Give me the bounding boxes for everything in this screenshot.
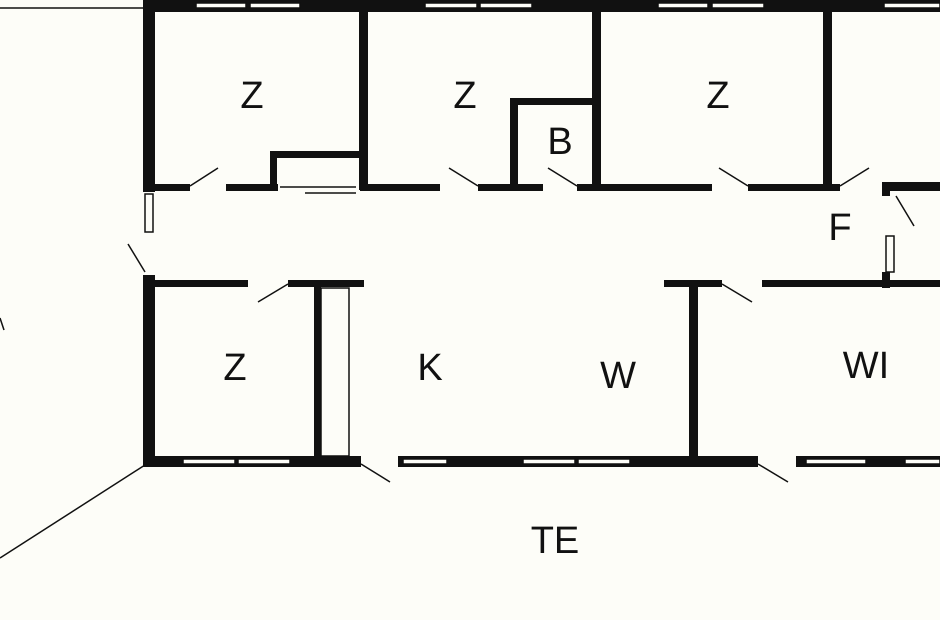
room-label-f: F — [828, 207, 851, 249]
door-swings — [127, 167, 915, 483]
room-label-z-1: Z — [240, 75, 263, 117]
room-label-k: K — [417, 347, 442, 389]
site-lines — [0, 7, 146, 559]
room-labels: Z Z B Z F Z K W WI TE — [223, 75, 889, 562]
room-label-w: W — [600, 355, 636, 397]
room-label-z-3: Z — [706, 75, 729, 117]
windows — [144, 2, 940, 465]
room-label-b: B — [547, 121, 572, 163]
room-label-wi: WI — [843, 345, 889, 387]
room-label-te: TE — [531, 520, 580, 562]
room-label-z-4: Z — [223, 347, 246, 389]
room-label-z-2: Z — [453, 75, 476, 117]
